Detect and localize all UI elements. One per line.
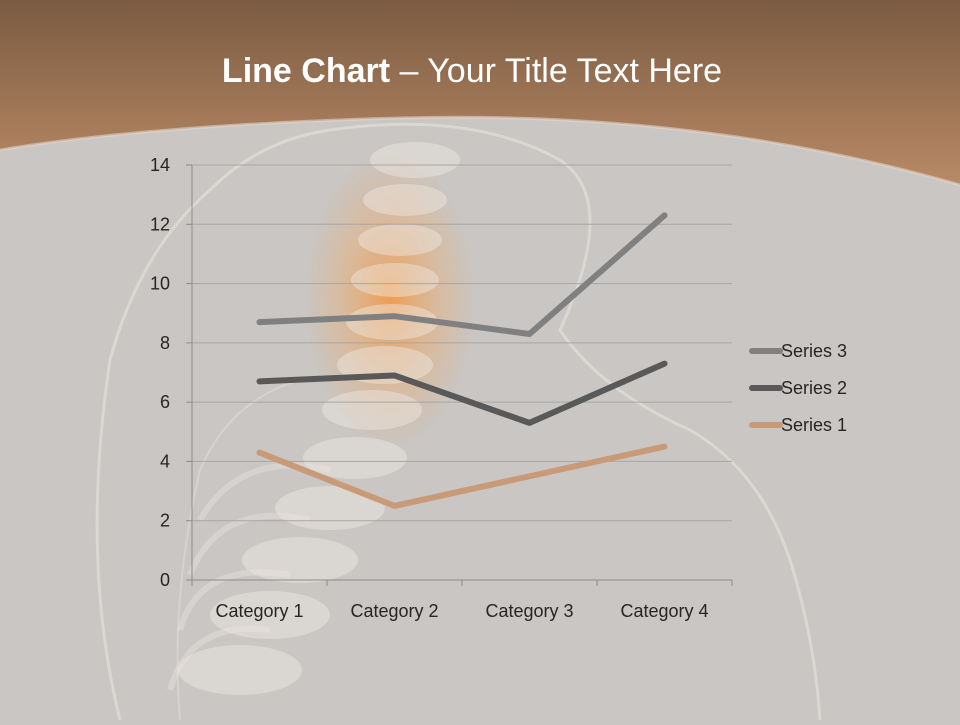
x-axis-tick-labels: Category 1 Category 2 Category 3 Category 4 <box>215 601 708 621</box>
axes <box>186 164 733 586</box>
x-tick-label: Category 2 <box>350 601 438 621</box>
legend-item: Series 3 <box>749 341 847 361</box>
header-band <box>0 0 960 185</box>
y-tick-label: 12 <box>150 214 170 234</box>
header-curve <box>0 115 960 187</box>
legend-item: Series 1 <box>749 415 847 435</box>
title-bold-text: Line Chart <box>221 52 391 90</box>
y-tick-label: 14 <box>150 155 170 175</box>
gridlines <box>192 164 732 522</box>
legend-label: Series 1 <box>781 415 847 435</box>
slide-title: Line Chart – Your Title Text Here <box>0 52 944 91</box>
y-tick-label: 8 <box>160 333 170 353</box>
y-axis-tick-labels: 0 2 4 6 8 10 12 14 <box>150 155 170 590</box>
legend-label: Series 3 <box>781 341 847 361</box>
series-line-2 <box>256 360 668 426</box>
title-rest-text: – Your Title Text Here <box>390 52 723 90</box>
legend-item: Series 2 <box>749 378 847 398</box>
legend-label: Series 2 <box>781 378 847 398</box>
y-tick-label: 4 <box>160 451 170 471</box>
x-tick-label: Category 4 <box>620 601 708 621</box>
series-line-3 <box>256 212 668 337</box>
x-tick-label: Category 1 <box>215 601 303 621</box>
series-line-1 <box>256 443 668 509</box>
legend: Series 3 Series 2 Series 1 <box>749 341 847 435</box>
y-tick-label: 0 <box>160 570 170 590</box>
y-tick-label: 2 <box>160 511 170 531</box>
y-tick-label: 6 <box>160 392 170 412</box>
series-lines <box>256 212 668 509</box>
x-tick-label: Category 3 <box>485 601 573 621</box>
y-tick-label: 10 <box>150 274 170 294</box>
